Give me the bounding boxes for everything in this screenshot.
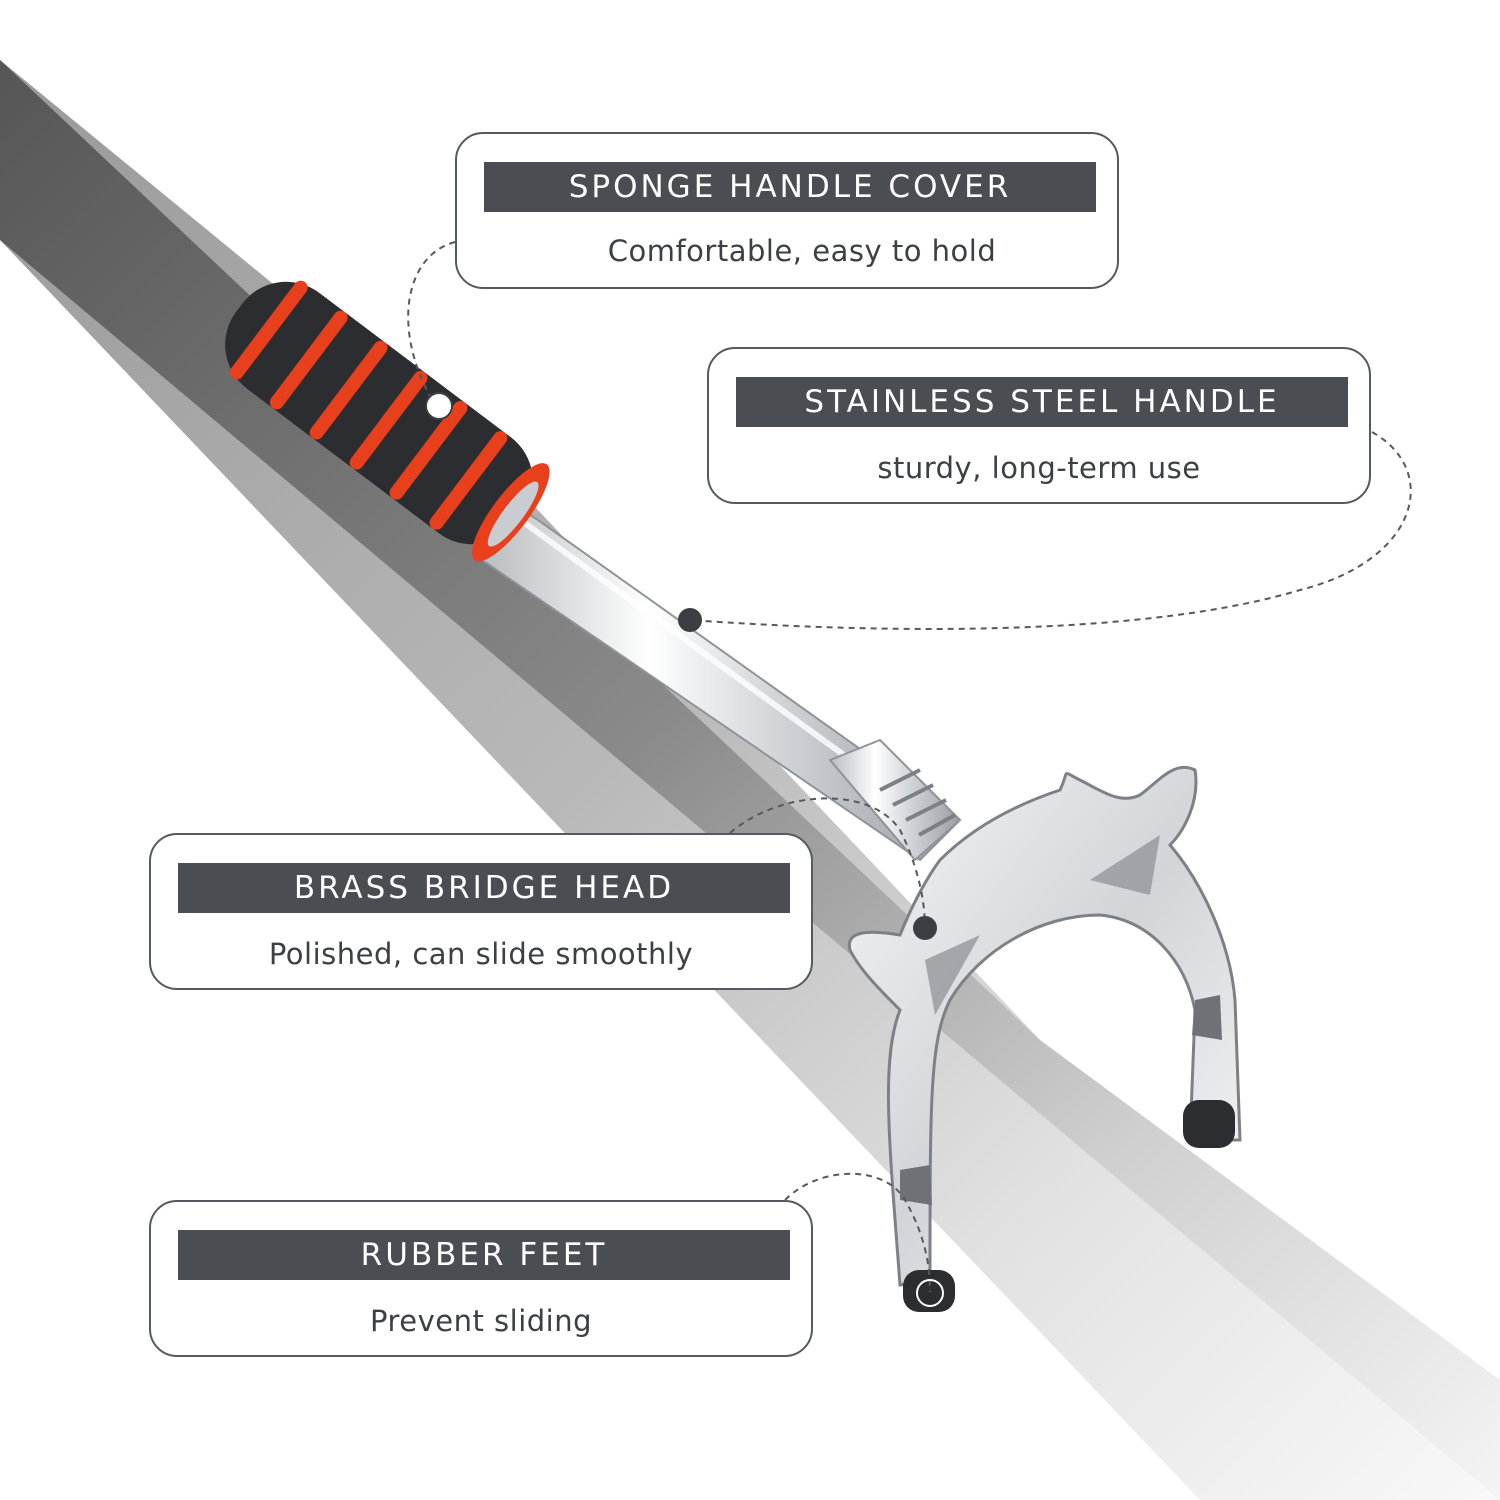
- sponge-handle: [225, 280, 550, 562]
- callout-title: BRASS BRIDGE HEAD: [178, 863, 790, 913]
- leader-brass: [729, 797, 926, 929]
- bridge-head: [847, 765, 1242, 1287]
- callout-title: RUBBER FEET: [178, 1230, 790, 1280]
- marker-steel: [678, 608, 702, 632]
- rubber-foot-right: [1183, 1100, 1235, 1148]
- callout-sponge-handle-cover: SPONGE HANDLE COVER Comfortable, easy to…: [455, 132, 1119, 289]
- callout-description: Comfortable, easy to hold: [607, 234, 997, 268]
- callout-description: sturdy, long-term use: [877, 451, 1201, 485]
- callout-title: STAINLESS STEEL HANDLE: [736, 377, 1348, 427]
- callout-brass-bridge-head: BRASS BRIDGE HEAD Polished, can slide sm…: [149, 833, 813, 990]
- marker-rubber: [916, 1279, 944, 1307]
- marker-brass: [913, 916, 937, 940]
- callout-description: Prevent sliding: [369, 1304, 593, 1338]
- callout-title: SPONGE HANDLE COVER: [484, 162, 1096, 212]
- callout-rubber-feet: RUBBER FEET Prevent sliding: [149, 1200, 813, 1357]
- thread-joint: [828, 738, 962, 862]
- callout-stainless-steel-handle: STAINLESS STEEL HANDLE sturdy, long-term…: [707, 347, 1371, 504]
- callout-description: Polished, can slide smoothly: [268, 937, 694, 971]
- marker-sponge: [425, 392, 453, 420]
- leader-sponge: [407, 241, 456, 406]
- leader-rubber: [784, 1172, 931, 1293]
